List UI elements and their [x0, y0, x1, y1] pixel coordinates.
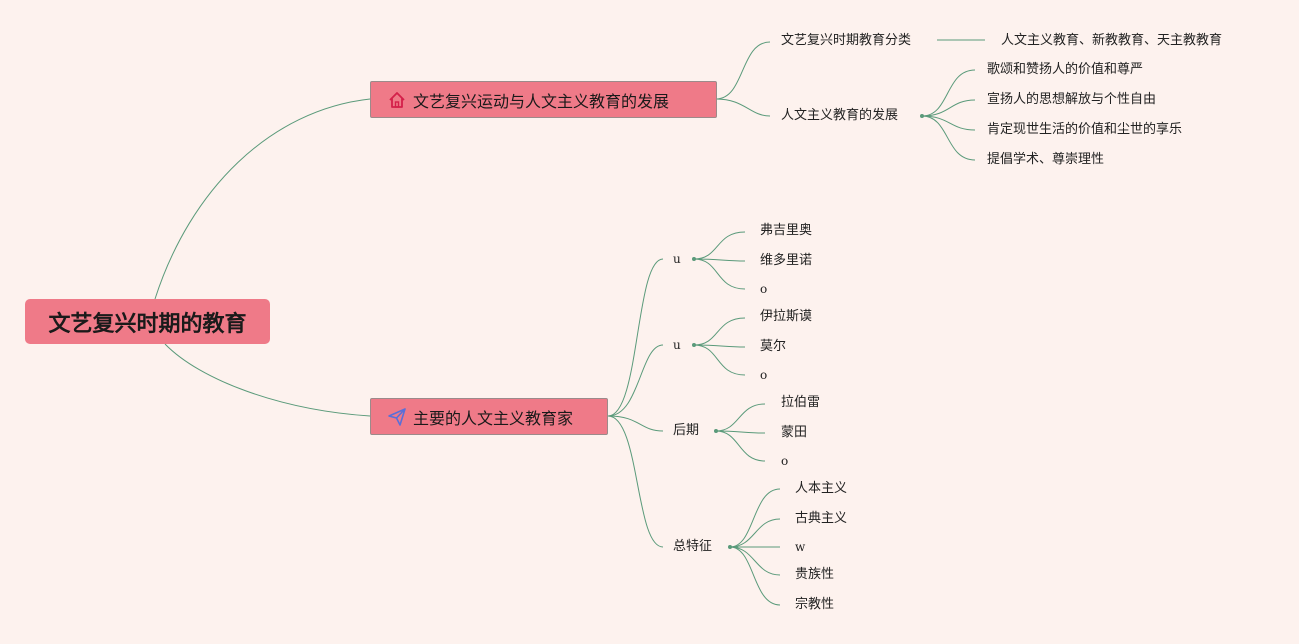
branch-renaissance-humanism[interactable]: 文艺复兴运动与人文主义教育的发展 — [370, 81, 717, 118]
feature-item[interactable]: 宗教性 — [795, 597, 835, 612]
educator-item[interactable]: o — [781, 454, 789, 468]
development-item[interactable]: 肯定现世生活的价值和尘世的享乐 — [987, 122, 1183, 137]
group-label[interactable]: u — [673, 338, 681, 352]
educator-item[interactable]: o — [760, 368, 768, 382]
feature-item[interactable]: 人本主义 — [795, 481, 848, 496]
educator-item[interactable]: 莫尔 — [760, 339, 787, 354]
classification-value[interactable]: 人文主义教育、新教教育、天主教教育 — [1001, 33, 1223, 48]
feature-item[interactable]: 古典主义 — [795, 511, 848, 526]
development-item[interactable]: 提倡学术、尊崇理性 — [987, 152, 1105, 167]
educator-item[interactable]: 蒙田 — [781, 425, 808, 440]
group-label[interactable]: 后期 — [673, 423, 700, 438]
development-item[interactable]: 宣扬人的思想解放与个性自由 — [987, 92, 1157, 107]
branch-title: 主要的人文主义教育家 — [413, 408, 574, 428]
educator-item[interactable]: 维多里诺 — [760, 253, 813, 268]
group-label[interactable]: 总特征 — [673, 539, 713, 554]
send-icon — [387, 406, 409, 428]
branch-humanist-educators[interactable]: 主要的人文主义教育家 — [370, 398, 608, 435]
feature-item[interactable]: w — [795, 540, 806, 554]
root-node[interactable]: 文艺复兴时期的教育 — [25, 299, 270, 344]
educator-item[interactable]: 拉伯雷 — [781, 395, 821, 410]
branch-title: 文艺复兴运动与人文主义教育的发展 — [413, 91, 670, 111]
group-label[interactable]: u — [673, 252, 681, 266]
development-label[interactable]: 人文主义教育的发展 — [781, 108, 899, 123]
home-icon — [387, 89, 409, 111]
educator-item[interactable]: 伊拉斯谟 — [760, 309, 813, 324]
educator-item[interactable]: 弗吉里奥 — [760, 223, 813, 238]
development-item[interactable]: 歌颂和赞扬人的价值和尊严 — [987, 62, 1144, 77]
educator-item[interactable]: o — [760, 282, 768, 296]
feature-item[interactable]: 贵族性 — [795, 567, 835, 582]
classification-label[interactable]: 文艺复兴时期教育分类 — [781, 33, 912, 48]
